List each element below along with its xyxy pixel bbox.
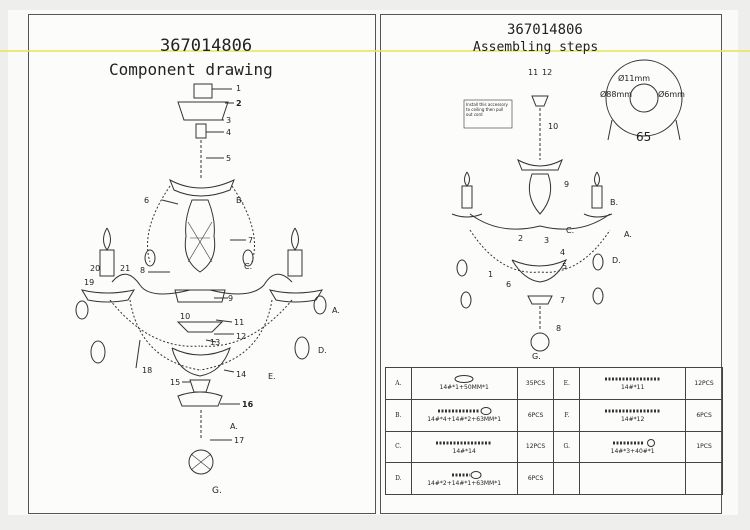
part-qty: 1PCS xyxy=(685,430,723,464)
step-callout-11: 11 xyxy=(528,68,539,77)
part-desc: 14#*14 xyxy=(410,430,518,464)
canopy xyxy=(177,101,229,121)
callout-9: 9 xyxy=(228,294,234,303)
table-row: D. 14#*2+14#*1+63MM*1 6PCS xyxy=(385,462,723,495)
callout-6: 6 xyxy=(144,196,150,205)
callout-15: 15 xyxy=(170,378,181,387)
part-qty: 6PCS xyxy=(516,398,555,432)
install-note: Install this accessory to ceiling then p… xyxy=(466,102,508,117)
callout-12: 12 xyxy=(236,332,247,341)
part-qty: 6PCS xyxy=(685,398,723,432)
callout-19: 19 xyxy=(84,278,95,287)
step-callout-1: 1 xyxy=(488,270,494,279)
table-row: A. 14#*1+50MM*1 35PCS E. 14#*11 12PCS xyxy=(385,367,723,400)
callout-letter-a: A. xyxy=(332,306,340,315)
part-desc: 14#*12 xyxy=(579,398,687,432)
part-letter: D. xyxy=(385,462,412,495)
step-callout-3: 3 xyxy=(544,236,550,245)
callout-1: 1 xyxy=(236,84,242,93)
part-desc: 14#*1+50MM*1 xyxy=(410,367,518,400)
left-bottom-label: G. xyxy=(212,486,222,496)
part-desc: 14#*4+14#*2+63MM*1 xyxy=(410,398,518,432)
part-letter: G. xyxy=(553,430,581,464)
part-desc: 14#*11 xyxy=(579,367,687,400)
callout-21: 21 xyxy=(120,264,131,273)
step-letter-g: G. xyxy=(532,352,541,361)
bead-strand-icon xyxy=(612,438,655,447)
callout-letter-d: D. xyxy=(318,346,327,355)
callout-17: 17 xyxy=(234,436,245,445)
bead-strand-icon xyxy=(438,407,492,416)
callout-letter-a2: A. xyxy=(230,422,238,431)
callout-3: 3 xyxy=(226,116,232,125)
part-qty: 12PCS xyxy=(685,367,723,400)
callout-4: 4 xyxy=(226,128,232,137)
part-qty: 12PCS xyxy=(516,430,555,464)
parts-table: A. 14#*1+50MM*1 35PCS E. 14#*11 12PCS B.… xyxy=(385,367,723,495)
table-row: C. 14#*14 12PCS G. 14#*3+40#*1 1PCS xyxy=(385,430,723,464)
callout-16: 16 xyxy=(242,400,254,409)
part-desc: 14#*2+14#*1+63MM*1 xyxy=(410,462,518,495)
part-letter: F. xyxy=(553,398,581,432)
step-callout-6: 6 xyxy=(506,280,512,289)
step-callout-2: 2 xyxy=(518,234,524,243)
empty-cell xyxy=(685,462,723,495)
step-callout-7: 7 xyxy=(560,296,566,305)
right-product-code: 367014806 xyxy=(507,22,583,38)
bead-strand-icon xyxy=(452,470,482,479)
step-callout-5: 5 xyxy=(562,262,568,271)
callout-10: 10 xyxy=(180,312,191,321)
empty-cell xyxy=(579,462,687,495)
part-letter: E. xyxy=(553,367,581,400)
bead-strand-icon xyxy=(604,409,661,413)
step-callout-10: 10 xyxy=(548,122,559,131)
step-letter-d: D. xyxy=(612,256,621,265)
component-drawing-panel xyxy=(28,14,376,514)
part-qty: 35PCS xyxy=(516,367,555,400)
right-title: Assembling steps xyxy=(473,40,599,55)
callout-5: 5 xyxy=(226,154,232,163)
callout-13: 13 xyxy=(210,338,221,347)
step-letter-a: A. xyxy=(624,230,632,239)
canopy-top xyxy=(193,83,213,99)
step-letter-c: C. xyxy=(566,226,575,235)
part-qty: 6PCS xyxy=(516,462,555,495)
left-product-code: 367014806 xyxy=(160,36,253,56)
step-callout-9: 9 xyxy=(564,180,570,189)
callout-11: 11 xyxy=(234,318,245,327)
empty-cell xyxy=(553,462,581,495)
step-callout-8: 8 xyxy=(556,324,562,333)
bead-strand-icon xyxy=(604,377,661,381)
callout-14: 14 xyxy=(236,370,247,379)
left-title: Component drawing xyxy=(109,60,273,79)
bead-strand-icon xyxy=(454,375,474,384)
callout-letter-c: C. xyxy=(244,262,253,271)
step-callout-4: 4 xyxy=(560,248,566,257)
callout-2: 2 xyxy=(236,99,242,108)
part-letter: A. xyxy=(385,367,412,400)
dim-88mm: Ø88mm xyxy=(600,90,633,99)
highlighter-stripe xyxy=(0,50,750,52)
callout-letter-b: B. xyxy=(236,196,245,205)
callout-8: 8 xyxy=(140,266,146,275)
bead-strand-icon xyxy=(436,441,493,445)
callout-7: 7 xyxy=(248,236,254,245)
step-letter-b: B. xyxy=(610,198,619,207)
callout-20: 20 xyxy=(90,264,101,273)
table-row: B. 14#*4+14#*2+63MM*1 6PCS F. 14#*12 6PC… xyxy=(385,398,723,432)
callout-letter-e: E. xyxy=(268,372,276,381)
part-letter: B. xyxy=(385,398,412,432)
callout-18: 18 xyxy=(142,366,153,375)
part-desc: 14#*3+40#*1 xyxy=(579,430,687,464)
dim-65: 65 xyxy=(636,130,652,144)
part-letter: C. xyxy=(385,430,412,464)
dim-11mm: Ø11mm xyxy=(618,74,651,83)
step-callout-12: 12 xyxy=(542,68,553,77)
dim-6mm: Ø6mm xyxy=(658,90,685,99)
